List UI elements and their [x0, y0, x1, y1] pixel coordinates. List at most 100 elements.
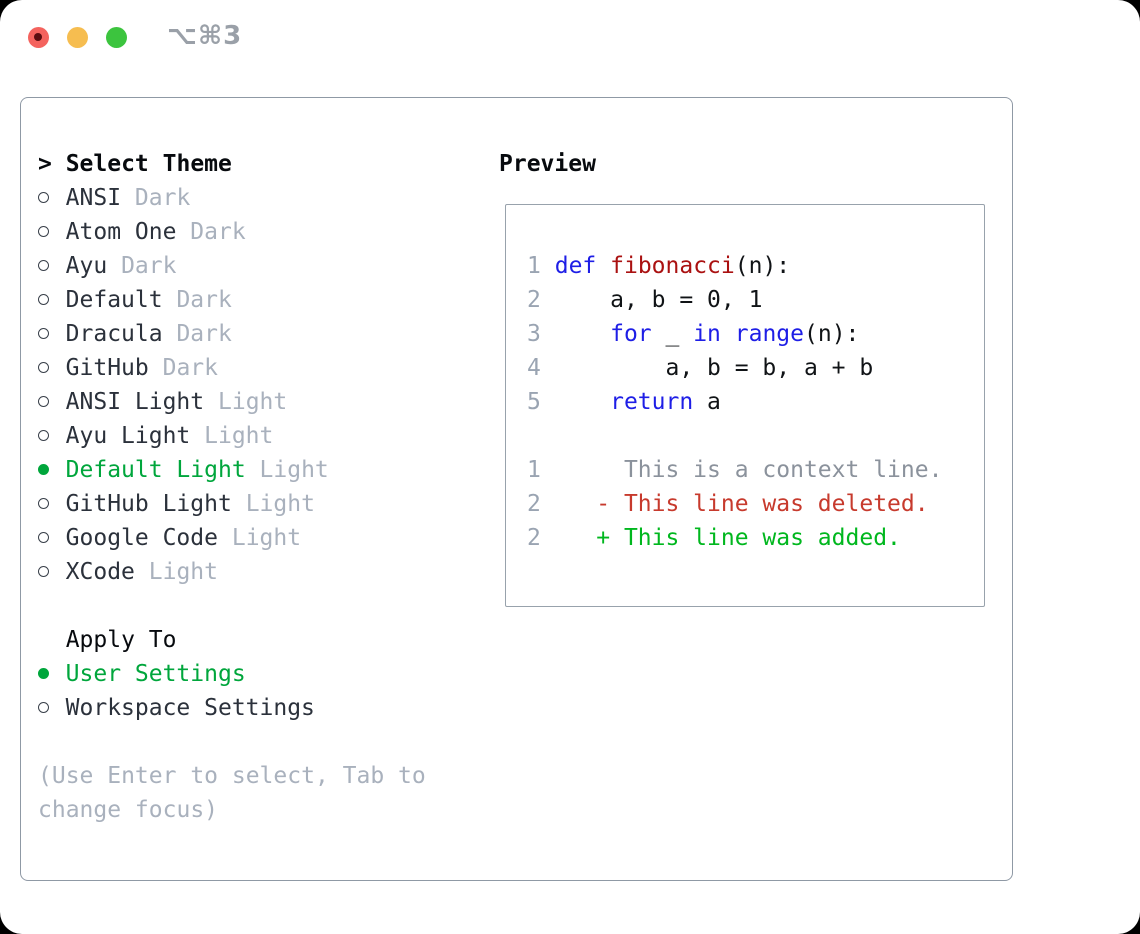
radio-circle-icon [38, 691, 52, 725]
preview-title: Preview [499, 151, 596, 177]
theme-item-dracula[interactable]: Dracula Dark [38, 317, 426, 351]
apply-option-label: User Settings [65, 661, 246, 687]
theme-name: GitHub Light [65, 491, 232, 517]
radio-circle-icon [38, 385, 52, 419]
theme-item-google-code[interactable]: Google Code Light [38, 521, 426, 555]
theme-name: Atom One [65, 219, 177, 245]
radio-circle-icon [38, 283, 52, 317]
theme-name: Dracula [65, 321, 163, 347]
theme-variant: Dark [121, 253, 177, 279]
code-token: + This line was added. [540, 525, 901, 551]
theme-item-ansi[interactable]: ANSI Dark [38, 181, 426, 215]
theme-variant: Light [148, 559, 219, 585]
code-line: 2 a, b = 0, 1 [527, 283, 942, 317]
theme-name: ANSI [65, 185, 122, 211]
code-token [596, 253, 610, 279]
theme-item-github[interactable]: GitHub Dark [38, 351, 426, 385]
line-number: 2 [527, 491, 541, 517]
code-line: 5 return a [527, 385, 942, 419]
line-number: 2 [527, 525, 541, 551]
code-token: range [734, 321, 805, 347]
theme-name: Google Code [65, 525, 218, 551]
line-number: 1 [527, 457, 541, 483]
apply-to-title-label: Apply To [38, 627, 177, 653]
radio-circle-icon [38, 181, 52, 215]
theme-item-github-light[interactable]: GitHub Light Light [38, 487, 426, 521]
theme-list-title-label: > Select Theme [38, 151, 232, 177]
theme-item-xcode[interactable]: XCode Light [38, 555, 426, 589]
radio-circle-icon [38, 317, 52, 351]
theme-variant: Light [231, 525, 302, 551]
code-token: a, b = 0, 1 [540, 287, 763, 313]
hint-text: change focus) [38, 797, 219, 823]
line-number: 2 [527, 287, 541, 313]
theme-variant: Dark [190, 219, 246, 245]
theme-name: XCode [65, 559, 135, 585]
theme-variant: Dark [134, 185, 191, 211]
code-token: a [693, 389, 721, 415]
code-line: 4 a, b = b, a + b [527, 351, 942, 385]
theme-variant: Light [245, 491, 315, 517]
theme-name: Default [65, 287, 163, 313]
code-token: for [610, 321, 652, 347]
theme-item-ayu-light[interactable]: Ayu Light Light [38, 419, 426, 453]
theme-variant: Light [204, 423, 274, 449]
line-number: 3 [527, 321, 541, 347]
code-line [527, 419, 942, 453]
theme-variant: Light [218, 389, 288, 415]
code-token: (n): [804, 321, 860, 347]
hint-text-line-1: (Use Enter to select, Tab to [38, 759, 426, 793]
code-token [541, 253, 555, 279]
code-line: 1 This is a context line. [527, 453, 942, 487]
line-number: 4 [527, 355, 541, 381]
theme-list: > Select Theme ANSI Dark Atom One Dark A… [38, 147, 426, 827]
theme-name: ANSI Light [65, 389, 205, 415]
code-token [541, 389, 610, 415]
hint-text-line-2: change focus) [38, 793, 426, 827]
theme-name: Ayu Light [65, 423, 191, 449]
code-line: 1 def fibonacci(n): [527, 249, 942, 283]
traffic-light-close-button[interactable] [28, 27, 49, 48]
radio-circle-icon [38, 419, 52, 453]
theme-item-ayu[interactable]: Ayu Dark [38, 249, 426, 283]
radio-circle-icon [38, 215, 52, 249]
code-token: def [554, 253, 597, 279]
code-line: 2 + This line was added. [527, 521, 942, 555]
radio-circle-icon [38, 521, 52, 555]
theme-item-ansi-light[interactable]: ANSI Light Light [38, 385, 426, 419]
apply-option-label: Workspace Settings [65, 695, 315, 721]
code-token [721, 321, 735, 347]
theme-item-atom-one[interactable]: Atom One Dark [38, 215, 426, 249]
apply-option-user-settings[interactable]: User Settings [38, 657, 426, 691]
radio-circle-icon [38, 487, 52, 521]
theme-variant: Light [259, 457, 329, 483]
window-shortcut-label: ⌥⌘3 [167, 21, 243, 51]
radio-selected-icon [38, 453, 52, 487]
code-token: a, b = b, a + b [540, 355, 874, 381]
theme-item-default[interactable]: Default Dark [38, 283, 426, 317]
apply-option-workspace-settings[interactable]: Workspace Settings [38, 691, 426, 725]
theme-picker-panel: > Select Theme ANSI Dark Atom One Dark A… [20, 97, 1013, 881]
theme-variant: Dark [176, 321, 232, 347]
code-token [541, 321, 610, 347]
radio-circle-icon [38, 249, 52, 283]
code-token: fibonacci [610, 253, 735, 279]
theme-name: GitHub [65, 355, 149, 381]
theme-item-default-light[interactable]: Default Light Light [38, 453, 426, 487]
line-number: 5 [527, 389, 541, 415]
code-token: This is a context line. [540, 457, 943, 483]
code-token: - This line was deleted. [540, 491, 929, 517]
traffic-light-zoom-button[interactable] [106, 27, 127, 48]
line-number: 1 [527, 253, 541, 279]
code-line: 2 - This line was deleted. [527, 487, 942, 521]
theme-variant: Dark [162, 355, 218, 381]
code-token: _ [651, 321, 694, 347]
spacer [38, 725, 426, 759]
traffic-light-minimize-button[interactable] [67, 27, 88, 48]
code-token: (n): [734, 253, 791, 279]
code-line: 3 for _ in range(n): [527, 317, 942, 351]
theme-name: Default Light [65, 457, 246, 483]
